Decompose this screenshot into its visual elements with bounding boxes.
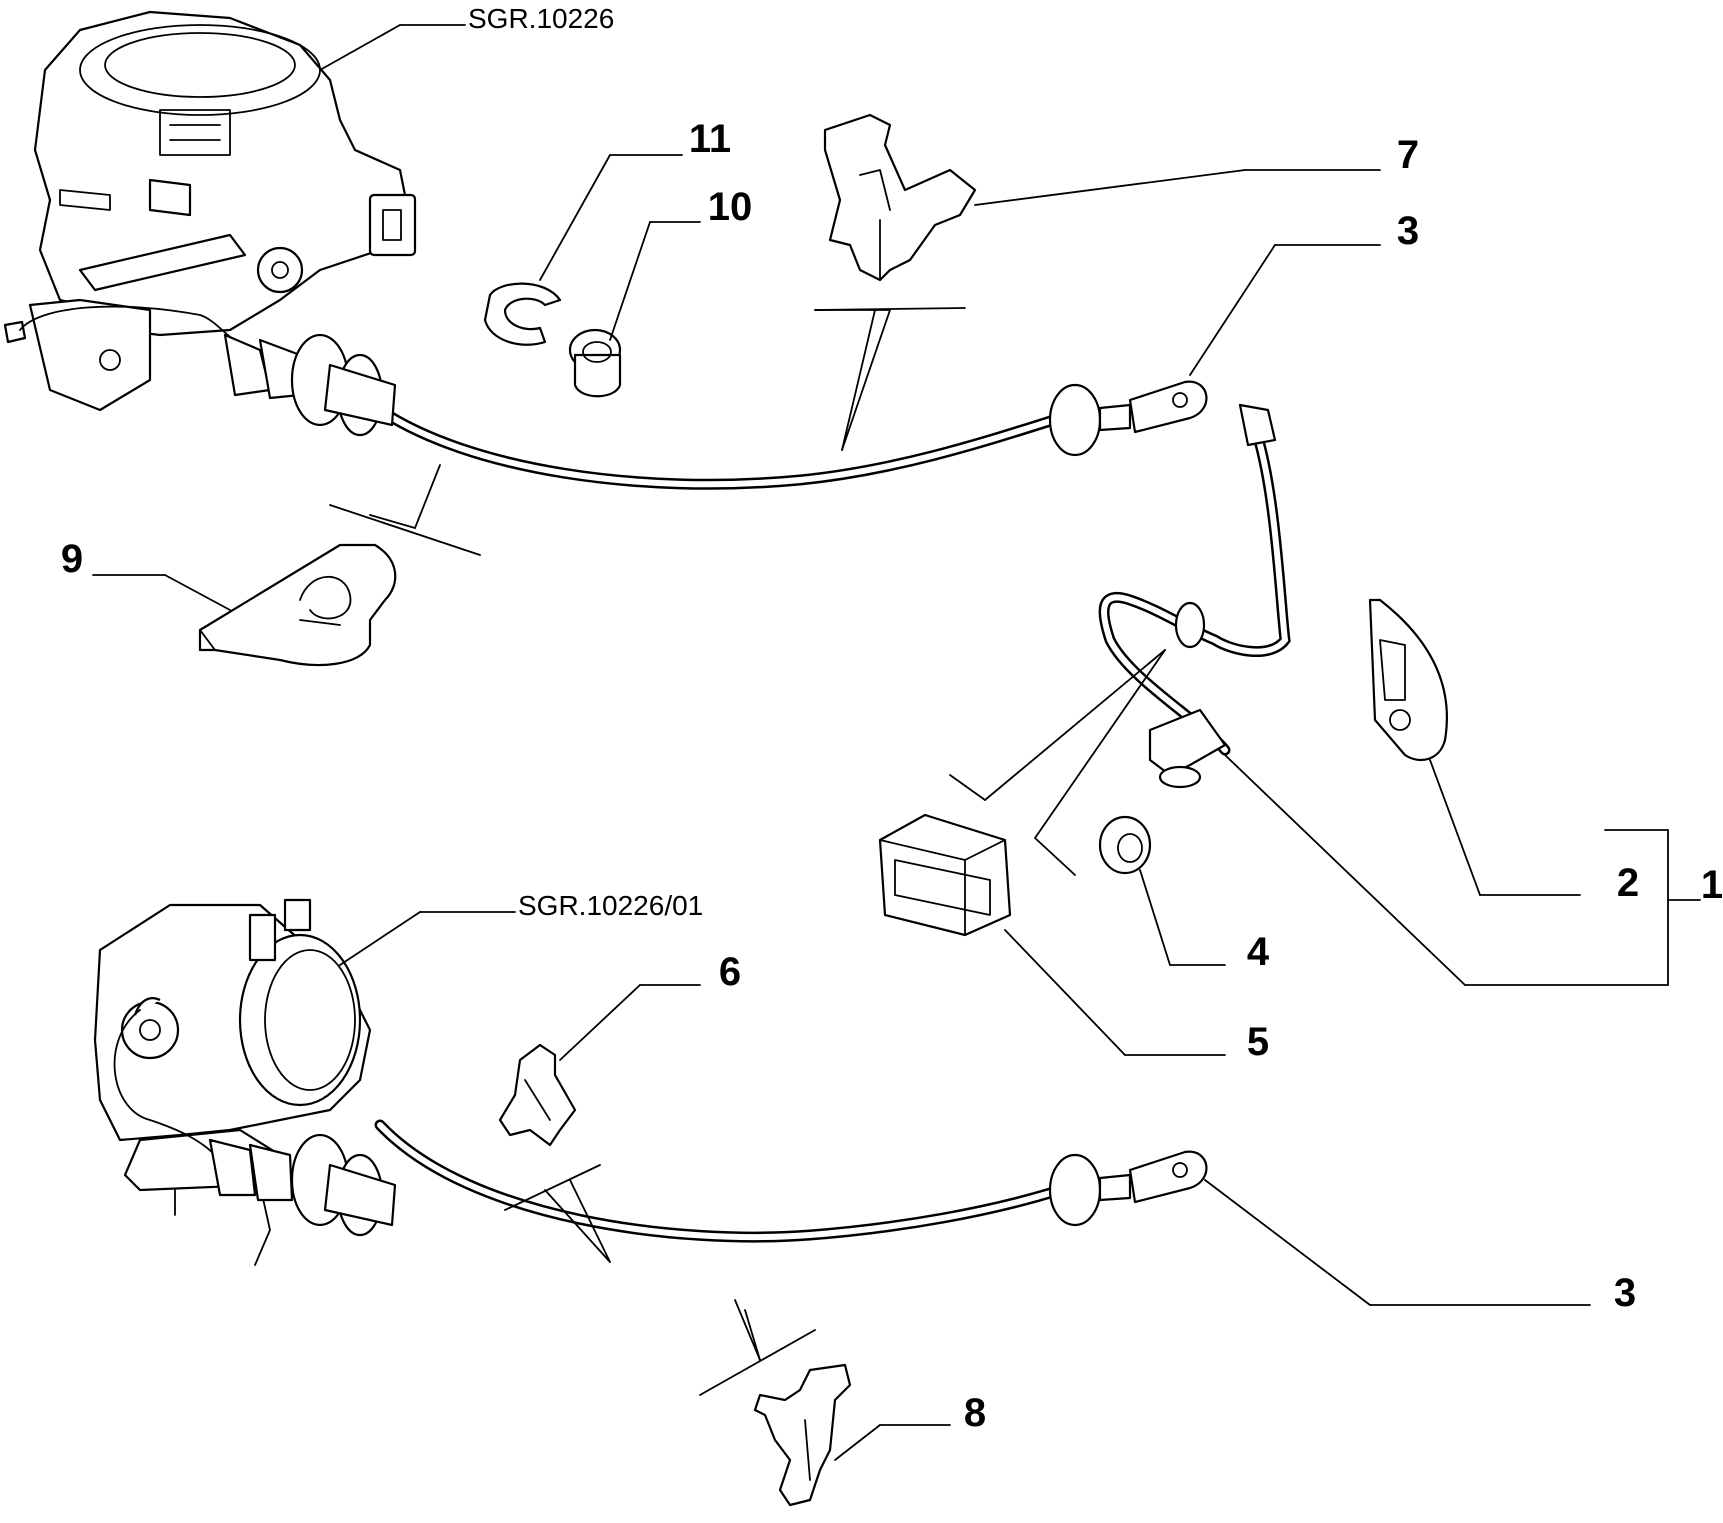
callout-8: 8 [964,1391,986,1435]
part-8-clip: 8 [699,1299,986,1507]
injection-unit-top [3,10,417,412]
part-2-pad: 2 [1368,598,1639,905]
callout-10: 10 [708,185,753,229]
callout-11: 11 [689,117,731,161]
callout-9: 9 [61,537,83,581]
reference-bottom: SGR.10226/01 [339,890,703,966]
reference-bottom-label: SGR.10226/01 [518,890,703,921]
callout-3-top-group: 3 [1189,209,1419,376]
callout-4: 4 [1247,930,1270,974]
part-11-clip: 11 [483,117,731,346]
callout-5: 5 [1247,1020,1269,1064]
part-5-stop: 5 [878,813,1269,1064]
callout-7: 7 [1397,133,1419,177]
callout-3-bottom: 3 [1614,1271,1636,1315]
part-9-bracket: 9 [61,464,481,667]
callout-3-top: 3 [1397,209,1419,253]
part-4-nut: 4 [1098,815,1270,974]
part-6-clip: 6 [498,950,741,1263]
callout-6: 6 [719,950,741,994]
pedal-lever [949,403,1291,876]
reference-top: SGR.10226 [319,3,614,71]
accelerator-cable-bottom: 3 [113,1009,1636,1315]
part-10-bush: 10 [568,185,753,398]
accelerator-cable-top [19,305,1208,490]
callout-2: 2 [1617,861,1639,905]
callout-1: 1 [1701,863,1723,907]
reference-top-label: SGR.10226 [468,3,614,34]
group-bracket-1: 1 [1224,754,1723,986]
part-7-bracket: 7 [814,113,1419,451]
